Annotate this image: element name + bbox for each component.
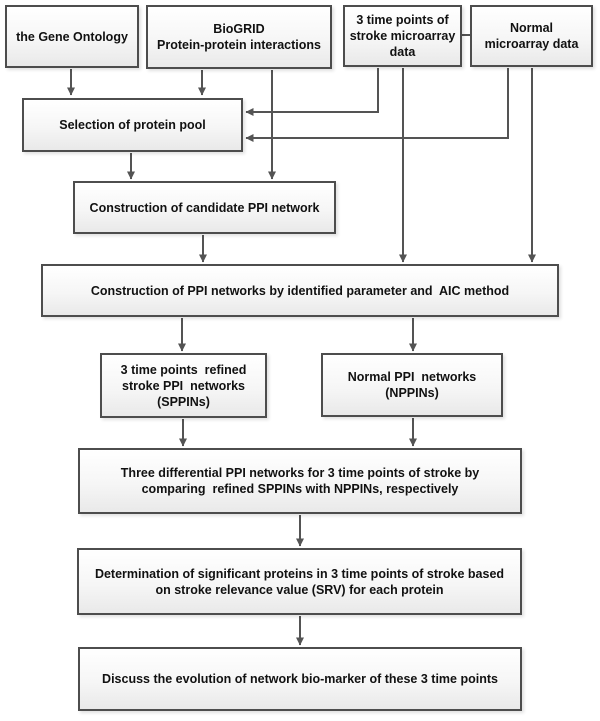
box-biogrid: BioGRID Protein-protein interactions — [146, 5, 332, 69]
box-sppins: 3 time points refined stroke PPI network… — [100, 353, 267, 418]
box-text: data — [389, 45, 416, 59]
box-text: Three differential PPI networks for 3 ti… — [120, 466, 480, 480]
box-text: Selection of protein pool — [59, 118, 206, 132]
box-normal-microarray: Normal microarray data — [470, 5, 593, 67]
box-text: the Gene Ontology — [16, 29, 128, 44]
box-determination-srv: Determination of significant proteins in… — [77, 548, 522, 615]
box-text: stroke PPI networks — [122, 378, 245, 393]
box-ppi-aic: Construction of PPI networks by identifi… — [41, 264, 559, 317]
box-text: Normal PPI networks — [347, 370, 477, 384]
box-three-differential: Three differential PPI networks for 3 ti… — [78, 448, 522, 514]
box-stroke-microarray: 3 time points of stroke microarray data — [343, 5, 462, 67]
box-text: microarray data — [484, 37, 579, 51]
box-text: (SPPINs) — [157, 394, 210, 409]
box-text: Normal — [509, 21, 554, 35]
box-discuss-evolution: Discuss the evolution of network bio-mar… — [78, 647, 522, 711]
box-text: Construction of PPI networks by identifi… — [90, 283, 510, 298]
box-text: on stroke relevance value (SRV) for each… — [155, 582, 444, 597]
box-text: Construction of candidate PPI network — [89, 200, 320, 215]
box-text: 3 time points refined — [120, 362, 247, 377]
box-text: Determination of significant proteins in… — [94, 566, 505, 581]
box-text: Protein-protein interactions — [157, 38, 321, 52]
box-text: (NPPINs) — [385, 386, 439, 400]
arrow-normal-to-pool — [245, 68, 509, 142]
arrow-stroke-to-pool — [245, 68, 379, 116]
box-text: comparing refined SPPINs with NPPINs, re… — [141, 482, 459, 496]
box-candidate-ppi: Construction of candidate PPI network — [73, 181, 336, 234]
box-protein-pool: Selection of protein pool — [22, 98, 243, 152]
box-text: BioGRID — [213, 22, 265, 36]
box-nppins: Normal PPI networks (NPPINs) — [321, 353, 503, 417]
box-text: Discuss the evolution of network bio-mar… — [102, 672, 498, 686]
box-gene-ontology: the Gene Ontology — [5, 5, 139, 68]
box-text: stroke microarray — [349, 29, 456, 43]
box-text: 3 time points of — [356, 13, 449, 27]
